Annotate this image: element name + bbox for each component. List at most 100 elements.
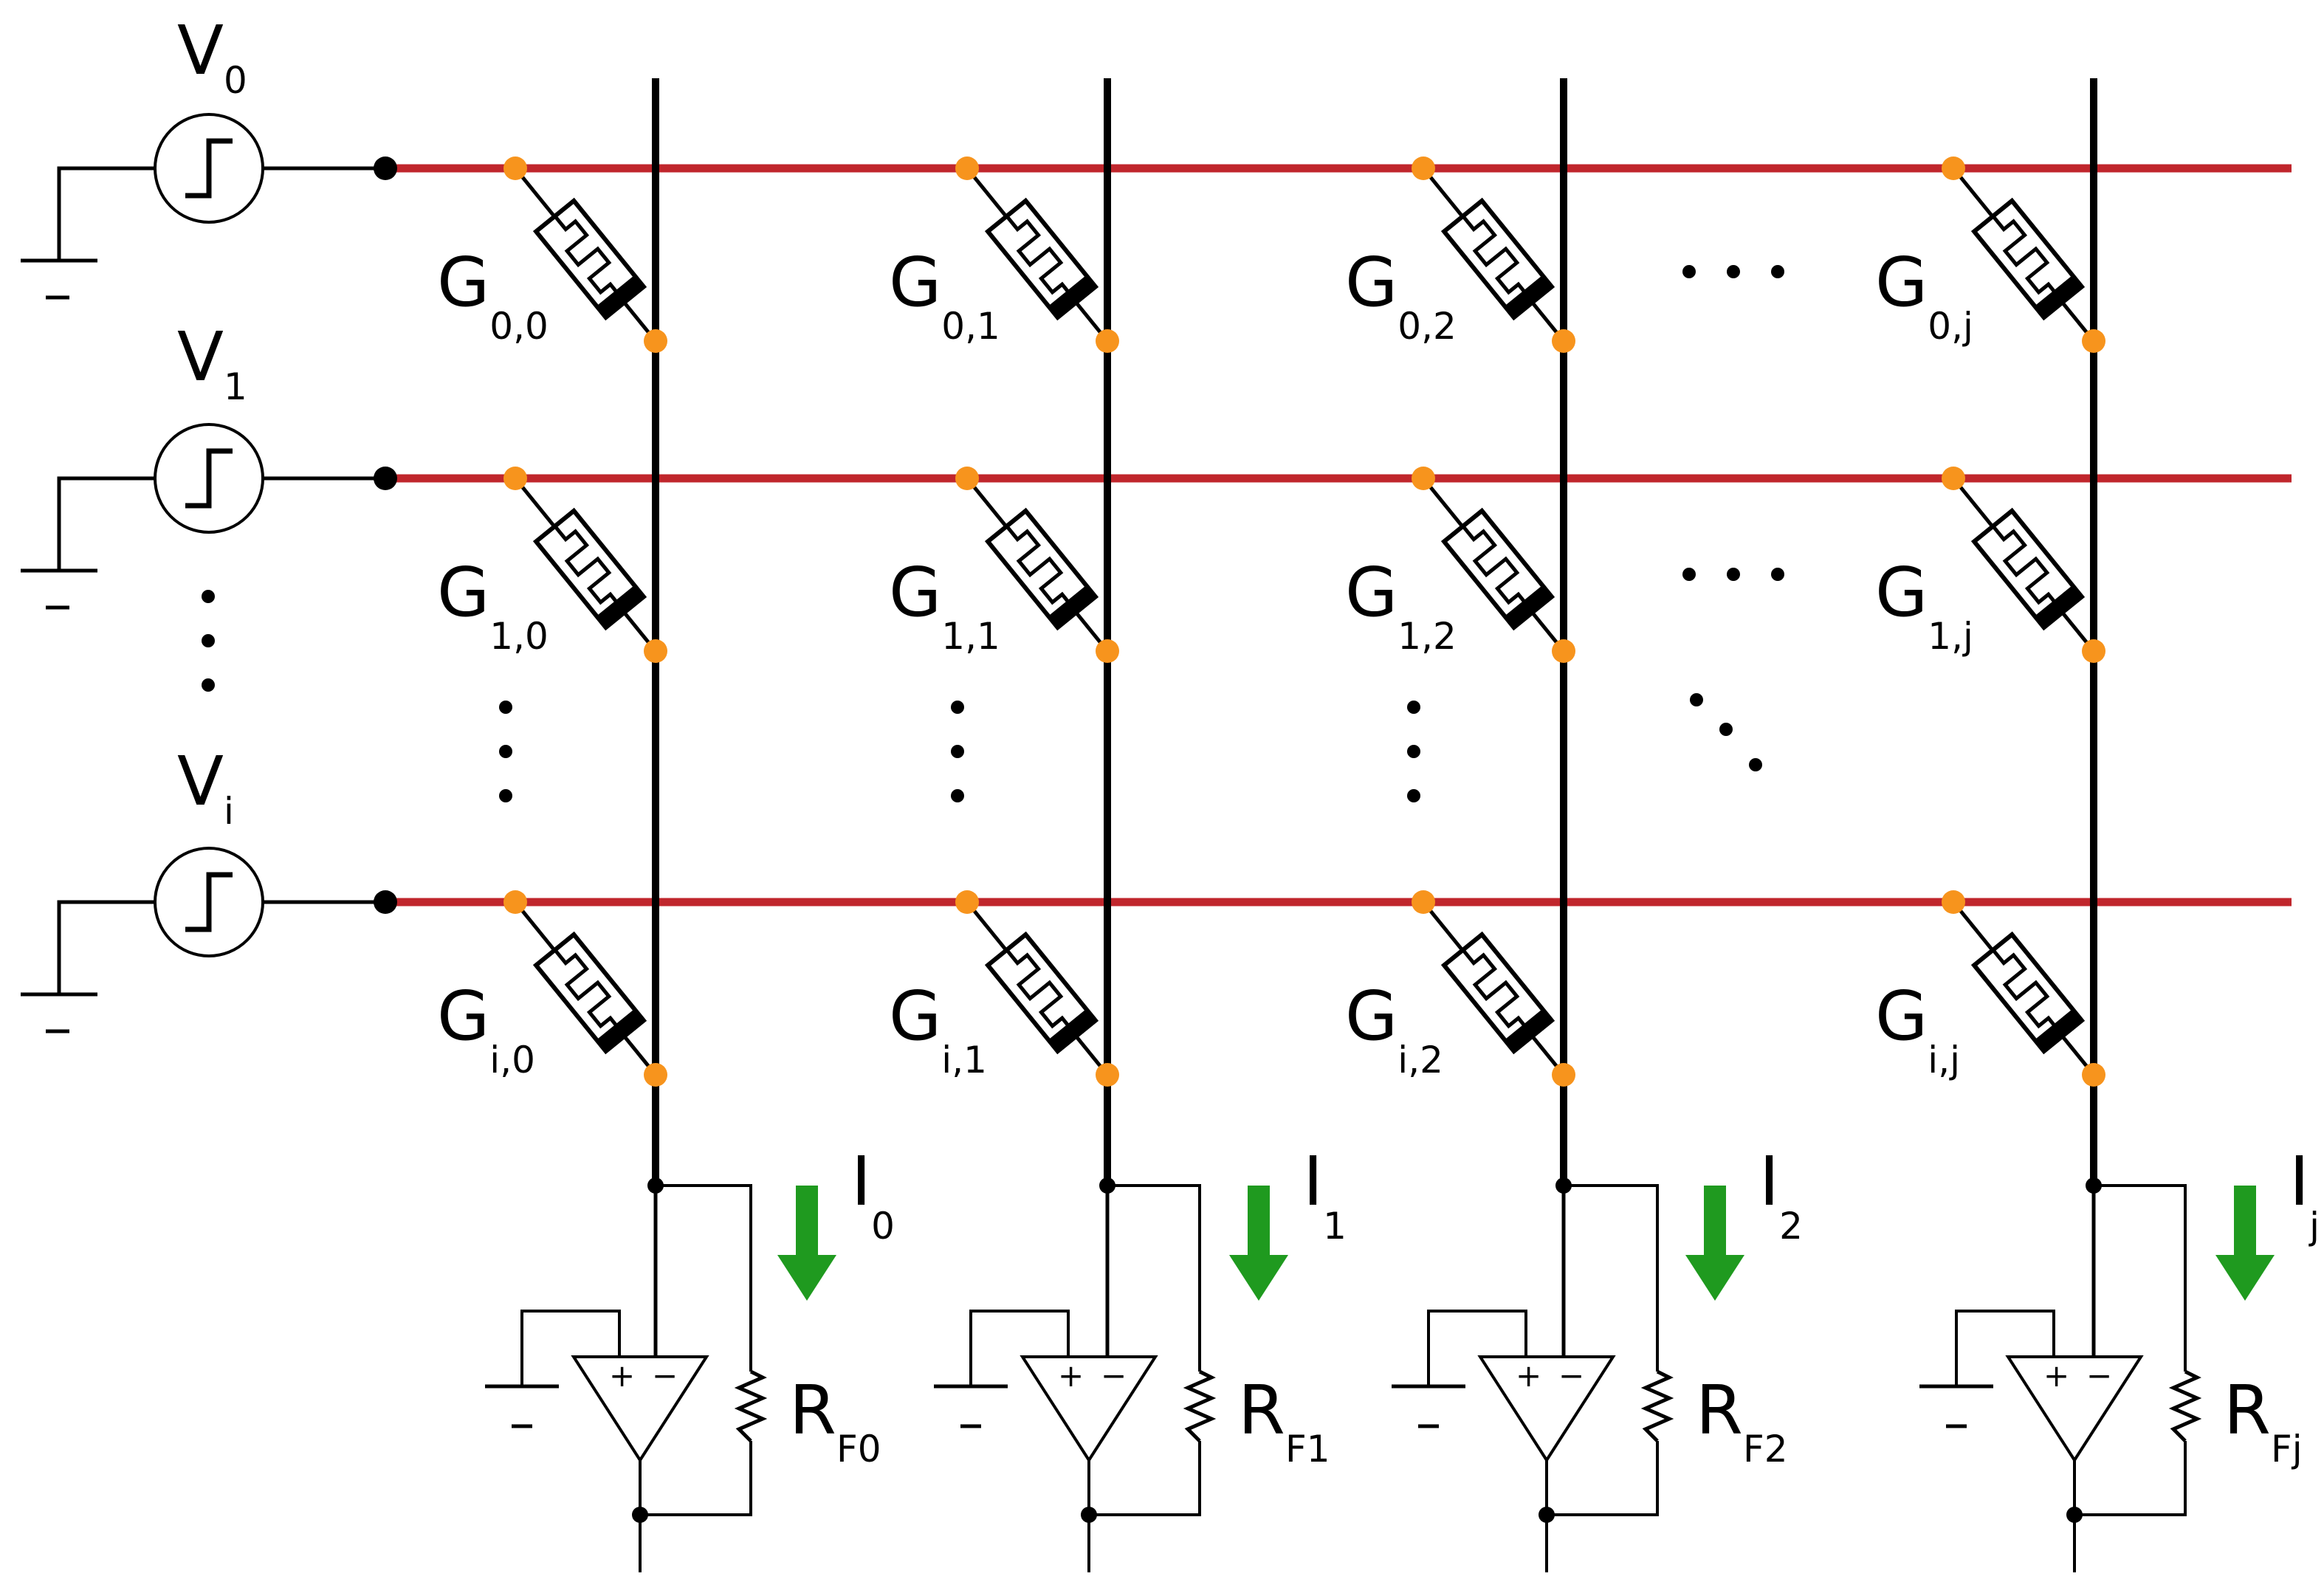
opamp-minus-sign-3: −: [2086, 1358, 2112, 1394]
memristor-1-3-body: [1970, 507, 2086, 631]
conductance-label-1-0-letter: G: [437, 553, 489, 632]
memristor-1-3-box: [1970, 507, 2086, 631]
conductance-label-1-2: G1,2: [1345, 553, 1457, 658]
readout-node-dot-1: [1099, 1177, 1115, 1194]
conductance-label-2-0: Gi,0: [437, 977, 535, 1081]
source-node-dot-1: [374, 467, 397, 490]
opamp-minus-sign-1: −: [1101, 1358, 1127, 1394]
memristor-0-1-polarity-band: [1048, 275, 1096, 318]
current-arrow-icon-2: [1685, 1186, 1744, 1301]
output-node-dot-1: [1081, 1507, 1097, 1523]
feedback-resistor-label-1-letter: R: [1238, 1371, 1285, 1450]
feedback-resistor-label-0-letter: R: [789, 1371, 836, 1450]
memristor-2-0-polarity-band: [597, 1008, 644, 1052]
feedback-resistor-zigzag-0: [734, 1369, 768, 1442]
memristor-2-2-box: [1440, 931, 1555, 1055]
memristor-1-2-box: [1440, 507, 1555, 631]
noninverting-ground-wire-0: [520, 1310, 621, 1386]
memristor-2-1-box: [984, 931, 1099, 1055]
ellipsis-column-2-2: [1407, 789, 1420, 802]
opamp-minus-sign-0: −: [652, 1358, 678, 1394]
wires-layer: [385, 78, 2292, 1186]
feedback-bottom-wire-0: [640, 1441, 752, 1516]
memristor-0-0-body: [532, 197, 647, 321]
source-label-0: V0: [177, 11, 247, 102]
current-label-2-subscript: 2: [1779, 1205, 1803, 1248]
memristor-1-2-polarity-band: [1505, 585, 1552, 628]
memristor-1-0-body: [532, 507, 647, 631]
row-junction-dot-0-3: [1942, 156, 1965, 180]
memristor-0-2-box: [1440, 197, 1555, 321]
row-junction-dot-1-2: [1412, 467, 1435, 490]
memristor-1-0-box: [532, 507, 647, 631]
row-junction-dot-0-2: [1412, 156, 1435, 180]
ellipsis-sources-vertical-2: [202, 678, 215, 692]
feedback-top-wire-2: [1564, 1184, 1659, 1372]
feedback-resistor-label-0: RF0: [789, 1371, 881, 1470]
current-arrow-icon-0: [777, 1186, 836, 1301]
opamp-triangle-1: [1020, 1355, 1158, 1463]
feedback-resistor-label-0-subscript: F0: [836, 1428, 881, 1470]
memristor-0-3-box: [1970, 197, 2086, 321]
feedback-resistor-zigzag-3: [2168, 1369, 2202, 1442]
source-label-1: V1: [177, 317, 247, 408]
conductance-label-0-0-subscript: 0,0: [489, 305, 549, 348]
readout-node-dot-2: [1555, 1177, 1572, 1194]
readout-node-dot-0: [647, 1177, 664, 1194]
memristor-0-1-box: [984, 197, 1099, 321]
column-junction-dot-2-3: [2082, 1063, 2105, 1087]
current-arrow-icon-3: [2215, 1186, 2275, 1301]
ellipsis-column-1-0: [951, 701, 964, 714]
output-node-dot-2: [1539, 1507, 1555, 1523]
column-junction-dot-0-0: [644, 329, 667, 353]
column-junction-dot-1-1: [1096, 639, 1119, 663]
source-label-2: Vi: [177, 742, 234, 833]
opamp-triangle-3: [2005, 1355, 2144, 1463]
ellipsis-diagonal-0: [1690, 693, 1703, 706]
conductance-label-0-1-subscript: 0,1: [941, 305, 1000, 348]
output-node-dot-3: [2066, 1507, 2083, 1523]
row-junction-dot-0-1: [955, 156, 979, 180]
noninverting-ground-wire-3: [1955, 1310, 2055, 1386]
column-junction-dot-2-2: [1552, 1063, 1575, 1087]
current-label-1-subscript: 1: [1323, 1205, 1347, 1248]
readout-circuit-3: [1919, 1184, 2275, 1572]
labels-layer: G0,0G0,1G0,2G0,jG1,0G1,1G1,2G1,jGi,0Gi,1…: [177, 11, 2320, 1470]
memristor-1-2-body: [1440, 507, 1555, 631]
conductance-label-2-1-subscript: i,1: [941, 1039, 987, 1081]
current-label-3-subscript: j: [2308, 1205, 2320, 1248]
memristor-0-3-polarity-band: [2035, 275, 2082, 318]
memristor-1-0-zigzag: [553, 525, 621, 606]
opamp-plus-sign-3: +: [2043, 1358, 2069, 1394]
source-label-2-subscript: i: [224, 790, 234, 833]
conductance-label-2-3-subscript: i,j: [1928, 1039, 1960, 1081]
conductance-label-2-0-subscript: i,0: [489, 1039, 535, 1081]
column-junction-dot-0-2: [1552, 329, 1575, 353]
current-label-0-letter: I: [851, 1142, 871, 1221]
memristor-1-1-box: [984, 507, 1099, 631]
row-junction-dot-2-3: [1942, 890, 1965, 914]
memristor-2-0: [514, 901, 657, 1076]
conductance-label-0-3-subscript: 0,j: [1928, 305, 1973, 348]
feedback-resistor-zigzag-2: [1640, 1369, 1674, 1442]
source-label-0-subscript: 0: [224, 59, 247, 102]
ellipsis-column-2: [1407, 701, 1420, 802]
readout-circuit-0: [485, 1184, 836, 1572]
opamp-plus-sign-0: +: [609, 1358, 635, 1394]
memristor-0-0-box: [532, 197, 647, 321]
memristor-1-2: [1422, 477, 1565, 653]
column-junction-dot-1-2: [1552, 639, 1575, 663]
ellipsis-column-2-1: [1407, 745, 1420, 758]
conductance-label-2-3-letter: G: [1875, 977, 1928, 1056]
memristor-2-3-box: [1970, 931, 2086, 1055]
conductance-label-1-3-subscript: 1,j: [1928, 615, 1973, 658]
memristor-1-2-zigzag: [1461, 525, 1529, 606]
memristor-1-1: [966, 477, 1109, 653]
memristor-2-3-polarity-band: [2035, 1008, 2082, 1052]
column-junction-dot-2-1: [1096, 1063, 1119, 1087]
memristor-2-1: [966, 901, 1109, 1076]
ellipsis-sources-vertical-0: [202, 590, 215, 603]
current-label-1: I1: [1303, 1142, 1347, 1248]
conductance-label-2-0-letter: G: [437, 977, 489, 1056]
memristor-1-0: [514, 477, 657, 653]
